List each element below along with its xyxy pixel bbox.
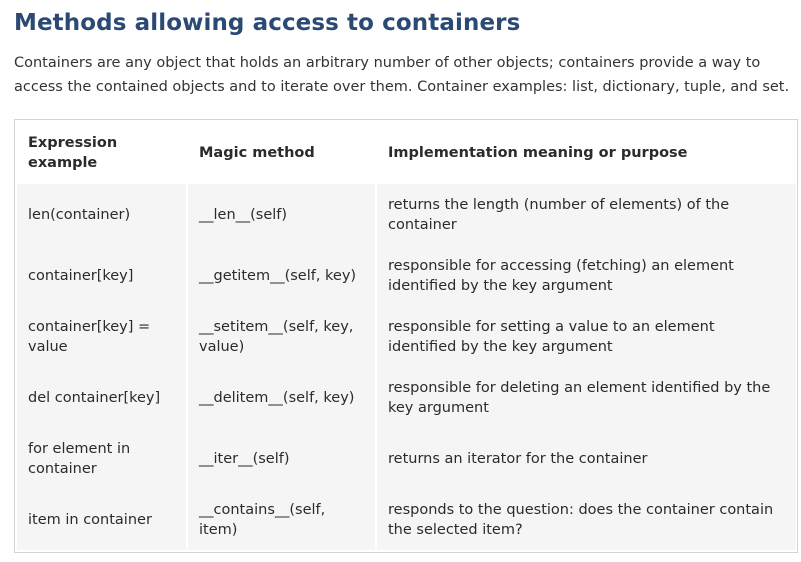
table-row: del container[key] __delitem__(self, key… — [17, 367, 796, 428]
header-implementation-meaning: Implementation meaning or purpose — [377, 122, 796, 184]
cell-meaning: responds to the question: does the conta… — [377, 489, 796, 550]
page-content: Methods allowing access to containers Co… — [14, 0, 796, 99]
cell-meaning: returns an iterator for the container — [377, 428, 796, 489]
cell-meaning: responsible for accessing (fetching) an … — [377, 245, 796, 306]
page-title: Methods allowing access to containers — [14, 10, 521, 36]
cell-magic-method: __setitem__(self, key, value) — [188, 306, 375, 367]
cell-expression: item in container — [17, 489, 186, 550]
header-magic-method: Magic method — [188, 122, 375, 184]
table-row: item in container __contains__(self, ite… — [17, 489, 796, 550]
cell-expression: container[key] — [17, 245, 186, 306]
cell-magic-method: __iter__(self) — [188, 428, 375, 489]
intro-paragraph: Containers are any object that holds an … — [14, 55, 790, 95]
magic-methods-table-container: Expression example Magic method Implemen… — [14, 119, 798, 553]
table-row: container[key] __getitem__(self, key) re… — [17, 245, 796, 306]
cell-expression: for element in container — [17, 428, 186, 489]
table-header-row: Expression example Magic method Implemen… — [17, 122, 796, 184]
magic-methods-table: Expression example Magic method Implemen… — [15, 122, 798, 550]
cell-meaning: returns the length (number of elements) … — [377, 184, 796, 245]
table-row: container[key] = value __setitem__(self,… — [17, 306, 796, 367]
cell-expression: len(container) — [17, 184, 186, 245]
cell-magic-method: __delitem__(self, key) — [188, 367, 375, 428]
table-row: len(container) __len__(self) returns the… — [17, 184, 796, 245]
cell-meaning: responsible for deleting an element iden… — [377, 367, 796, 428]
header-expression-example: Expression example — [17, 122, 186, 184]
cell-magic-method: __getitem__(self, key) — [188, 245, 375, 306]
cell-expression: container[key] = value — [17, 306, 186, 367]
table-row: for element in container __iter__(self) … — [17, 428, 796, 489]
cell-magic-method: __contains__(self, item) — [188, 489, 375, 550]
cell-meaning: responsible for setting a value to an el… — [377, 306, 796, 367]
cell-expression: del container[key] — [17, 367, 186, 428]
cell-magic-method: __len__(self) — [188, 184, 375, 245]
